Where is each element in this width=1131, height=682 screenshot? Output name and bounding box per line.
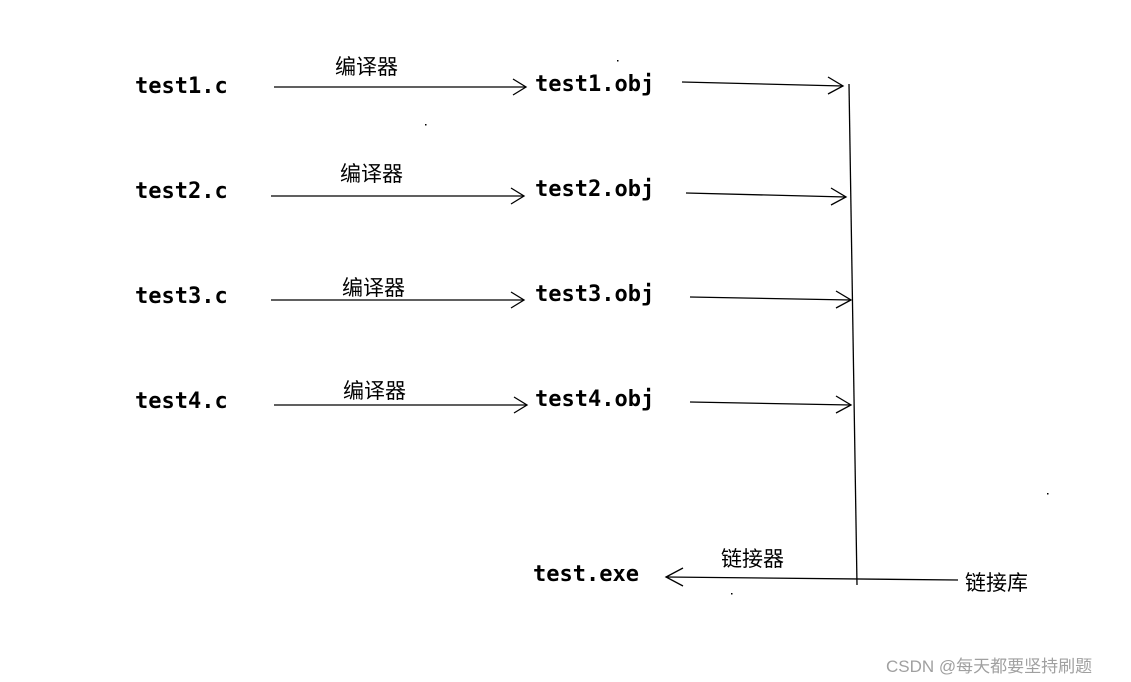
collect-arrow-3 [689, 296, 852, 301]
compile-arrowhead-4 [513, 396, 529, 414]
compiler-label-1: 编译器 [335, 55, 398, 79]
collect-arrow-1 [681, 81, 844, 87]
object-file-1: test1.obj [535, 72, 655, 97]
object-file-2: test2.obj [535, 177, 655, 202]
collection-bus-line [848, 83, 858, 586]
collect-arrowhead-4 [835, 395, 853, 414]
speck-dot [1047, 493, 1049, 495]
compiler-label-3: 编译器 [342, 276, 405, 300]
link-arrowhead [664, 567, 684, 587]
collect-arrow-4 [689, 401, 852, 406]
source-file-1: test1.c [135, 74, 228, 99]
source-file-4: test4.c [135, 389, 228, 414]
compile-arrowhead-2 [510, 187, 526, 205]
object-file-3: test3.obj [535, 282, 655, 307]
link-library-label: 链接库 [965, 571, 1028, 595]
watermark: CSDN @每天都要坚持刷题 [886, 657, 1093, 676]
speck-dot [617, 60, 619, 62]
speck-dot [425, 124, 427, 126]
object-file-4: test4.obj [535, 387, 655, 412]
speck-dot [731, 593, 733, 595]
output-executable: test.exe [533, 562, 639, 587]
compile-arrowhead-3 [510, 291, 526, 309]
collect-arrowhead-1 [827, 76, 845, 95]
compiler-label-2: 编译器 [340, 162, 403, 186]
collect-arrow-2 [685, 192, 847, 198]
collect-arrowhead-3 [835, 290, 853, 309]
compile-arrowhead-1 [512, 78, 528, 96]
compiler-label-4: 编译器 [343, 379, 406, 403]
source-file-2: test2.c [135, 179, 228, 204]
collect-arrowhead-2 [830, 187, 848, 206]
source-file-3: test3.c [135, 284, 228, 309]
linker-label: 链接器 [721, 547, 784, 571]
link-arrow [665, 576, 959, 581]
